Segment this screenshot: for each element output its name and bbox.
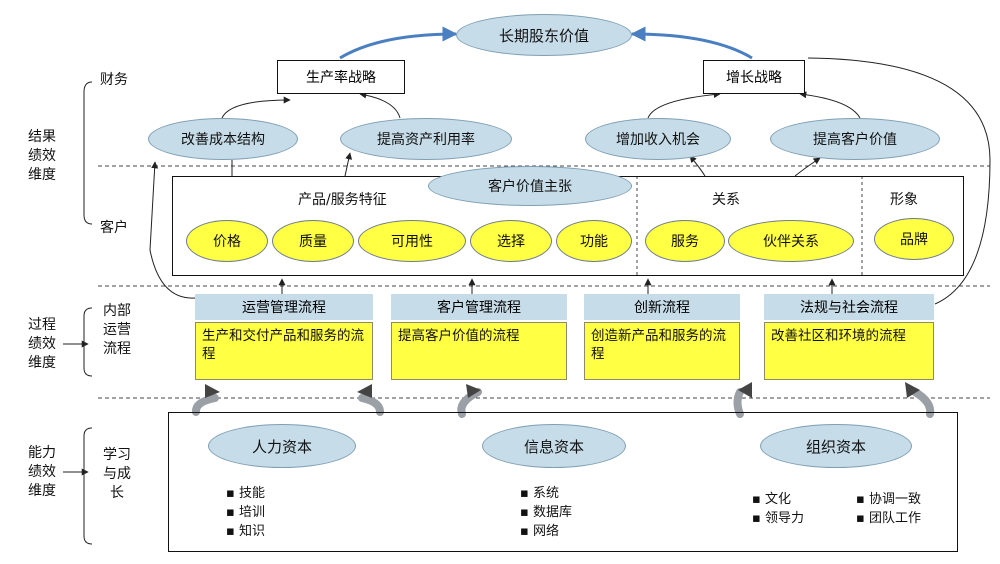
list-item: 领导力 <box>752 509 804 528</box>
process-customer-title: 客户管理流程 <box>391 294 567 320</box>
group-relationship: 关系 <box>712 192 740 208</box>
long-term-shareholder-value: 长期股东价值 <box>456 14 632 56</box>
customer-value-proposition: 客户价值主张 <box>428 166 632 206</box>
attr-brand: 品牌 <box>874 218 954 260</box>
layer-internal: 内部运营流程 <box>103 303 131 357</box>
capital-information: 信息资本 <box>482 424 626 468</box>
human-capital-list: 技能 培训 知识 <box>226 484 265 541</box>
attr-function: 功能 <box>556 220 632 262</box>
process-regulatory-title: 法规与社会流程 <box>764 294 934 320</box>
dimension-process: 过程绩效维度 <box>28 317 56 371</box>
dimension-capability: 能力绩效维度 <box>28 445 56 499</box>
growth-strategy: 增长战略 <box>703 60 805 94</box>
attr-price: 价格 <box>186 220 268 262</box>
layer-finance: 财务 <box>100 72 128 88</box>
attr-partnership: 伙伴关系 <box>728 220 854 262</box>
attr-availability: 可用性 <box>358 220 466 262</box>
learning-growth-box <box>168 412 958 552</box>
list-item: 知识 <box>226 522 265 541</box>
goal-customer-value: 提高客户价值 <box>770 118 940 160</box>
goal-revenue-opportunity: 增加收入机会 <box>585 118 731 160</box>
org-capital-list-a: 文化 领导力 <box>752 490 804 528</box>
org-capital-list-b: 协调一致 团队工作 <box>856 490 921 528</box>
list-item: 系统 <box>520 484 572 503</box>
list-item: 技能 <box>226 484 265 503</box>
list-item: 培训 <box>226 503 265 522</box>
list-item: 数据库 <box>520 503 572 522</box>
goal-cost-structure: 改善成本结构 <box>148 118 298 160</box>
layer-customer: 客户 <box>100 220 128 236</box>
attr-service: 服务 <box>645 220 725 262</box>
capital-organization: 组织资本 <box>760 424 912 468</box>
list-item: 协调一致 <box>856 490 921 509</box>
list-item: 团队工作 <box>856 509 921 528</box>
list-item: 文化 <box>752 490 804 509</box>
attr-selection: 选择 <box>470 220 552 262</box>
dimension-result: 结果绩效维度 <box>28 129 56 183</box>
attr-quality: 质量 <box>272 220 354 262</box>
layer-learning: 学习与成长 <box>103 447 131 501</box>
list-item: 网络 <box>520 522 572 541</box>
group-product-features: 产品/服务特征 <box>298 192 387 208</box>
process-operations-desc: 生产和交付产品和服务的流程 <box>195 322 373 380</box>
process-regulatory-desc: 改善社区和环境的流程 <box>764 322 934 380</box>
group-image: 形象 <box>890 192 918 208</box>
productivity-strategy: 生产率战略 <box>277 60 405 94</box>
process-operations-title: 运营管理流程 <box>195 294 373 320</box>
goal-asset-utilization: 提高资产利用率 <box>340 118 512 160</box>
process-innovation-title: 创新流程 <box>584 294 740 320</box>
process-innovation-desc: 创造新产品和服务的流程 <box>584 322 740 380</box>
capital-human: 人力资本 <box>208 424 356 468</box>
info-capital-list: 系统 数据库 网络 <box>520 484 572 541</box>
process-customer-desc: 提高客户价值的流程 <box>391 322 567 380</box>
